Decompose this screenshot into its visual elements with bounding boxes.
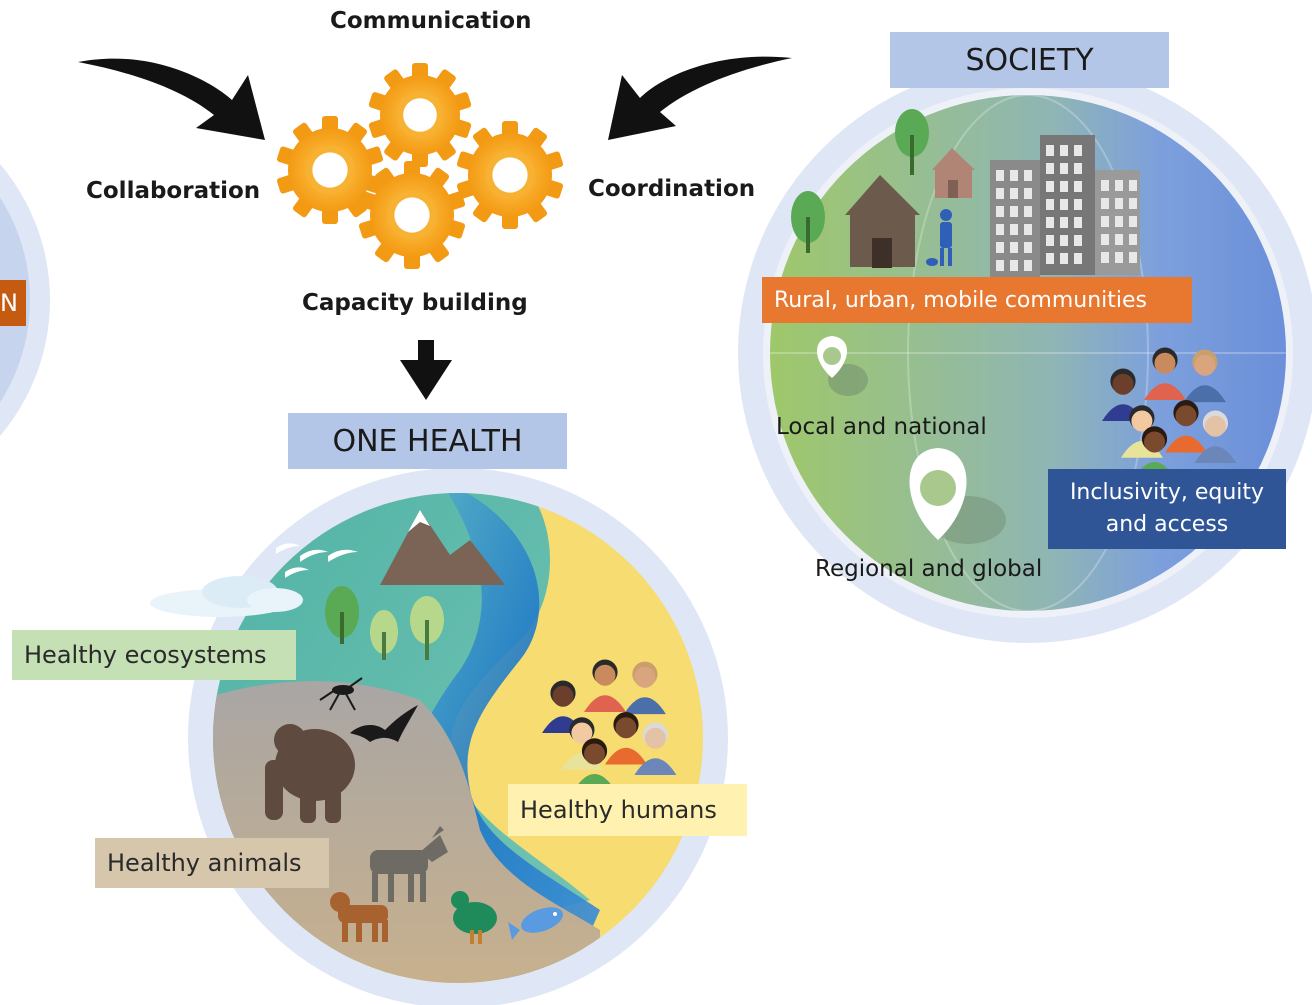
one-health-title-text: ONE HEALTH <box>332 423 523 459</box>
healthy-animals-tag: Healthy animals <box>95 838 329 888</box>
person-icon <box>1165 400 1207 453</box>
person-icon <box>623 661 666 715</box>
buildings-icon <box>990 135 1140 278</box>
building-icon <box>1095 170 1140 275</box>
society-title-text: SOCIETY <box>965 42 1094 78</box>
communities-tag: Rural, urban, mobile communities <box>762 277 1192 323</box>
capacity-building-label: Capacity building <box>302 290 528 316</box>
house-icon <box>932 148 975 198</box>
communities-text: Rural, urban, mobile communities <box>774 287 1147 313</box>
inclusivity-text-line1: Inclusivity, equity <box>1069 480 1265 505</box>
left-partial-tag-text: N <box>0 289 18 317</box>
fish-icon <box>508 907 564 940</box>
gear-icon <box>456 121 564 229</box>
healthy-humans-tag: Healthy humans <box>508 784 747 836</box>
mountain-icon <box>380 510 505 585</box>
person-icon <box>605 712 647 765</box>
hut-icon <box>845 175 920 268</box>
arrow-down-icon <box>400 340 452 400</box>
gear-icon <box>368 63 472 167</box>
left-partial-tag: N <box>0 280 26 326</box>
arrow-collaboration-icon <box>78 58 265 140</box>
goat-icon <box>370 826 448 902</box>
person-icon <box>1120 405 1163 458</box>
healthy-ecosystems-text: Healthy ecosystems <box>24 641 267 669</box>
gorilla-icon <box>265 724 355 823</box>
location-pin-large-icon <box>909 448 1006 544</box>
chicken-icon <box>451 891 497 944</box>
person-icon <box>1194 410 1237 463</box>
building-icon <box>1040 135 1095 275</box>
building-icon <box>990 160 1040 278</box>
coordination-label: Coordination <box>588 176 756 202</box>
arrow-coordination-icon <box>608 56 792 140</box>
healthy-humans-text: Healthy humans <box>520 796 717 824</box>
healthy-ecosystems-tag: Healthy ecosystems <box>12 630 296 680</box>
inclusivity-text-line2: and access <box>1105 512 1229 537</box>
birds-icon <box>276 543 358 578</box>
person-figure-icon <box>926 209 952 266</box>
regional-global-label: Regional and global <box>815 556 1043 582</box>
communication-label: Communication <box>330 8 532 34</box>
gear-icon <box>358 161 466 269</box>
inclusivity-tag: Inclusivity, equity and access <box>1048 469 1286 549</box>
cloud-icon <box>150 576 303 617</box>
collaboration-label: Collaboration <box>86 178 261 204</box>
trees-icon <box>325 586 444 660</box>
society-trees-icon <box>791 109 929 253</box>
dog-icon <box>330 892 388 942</box>
mosquito-icon <box>319 677 363 711</box>
person-icon <box>1144 347 1186 400</box>
bat-icon <box>350 705 418 742</box>
society-title: SOCIETY <box>890 32 1169 88</box>
person-icon <box>1183 349 1226 403</box>
gears-icon <box>276 63 564 269</box>
healthy-animals-text: Healthy animals <box>107 849 302 877</box>
local-national-label: Local and national <box>776 414 987 440</box>
person-icon <box>584 659 626 712</box>
location-pin-small-icon <box>817 336 868 396</box>
one-health-title: ONE HEALTH <box>288 413 567 469</box>
person-icon <box>634 722 677 775</box>
